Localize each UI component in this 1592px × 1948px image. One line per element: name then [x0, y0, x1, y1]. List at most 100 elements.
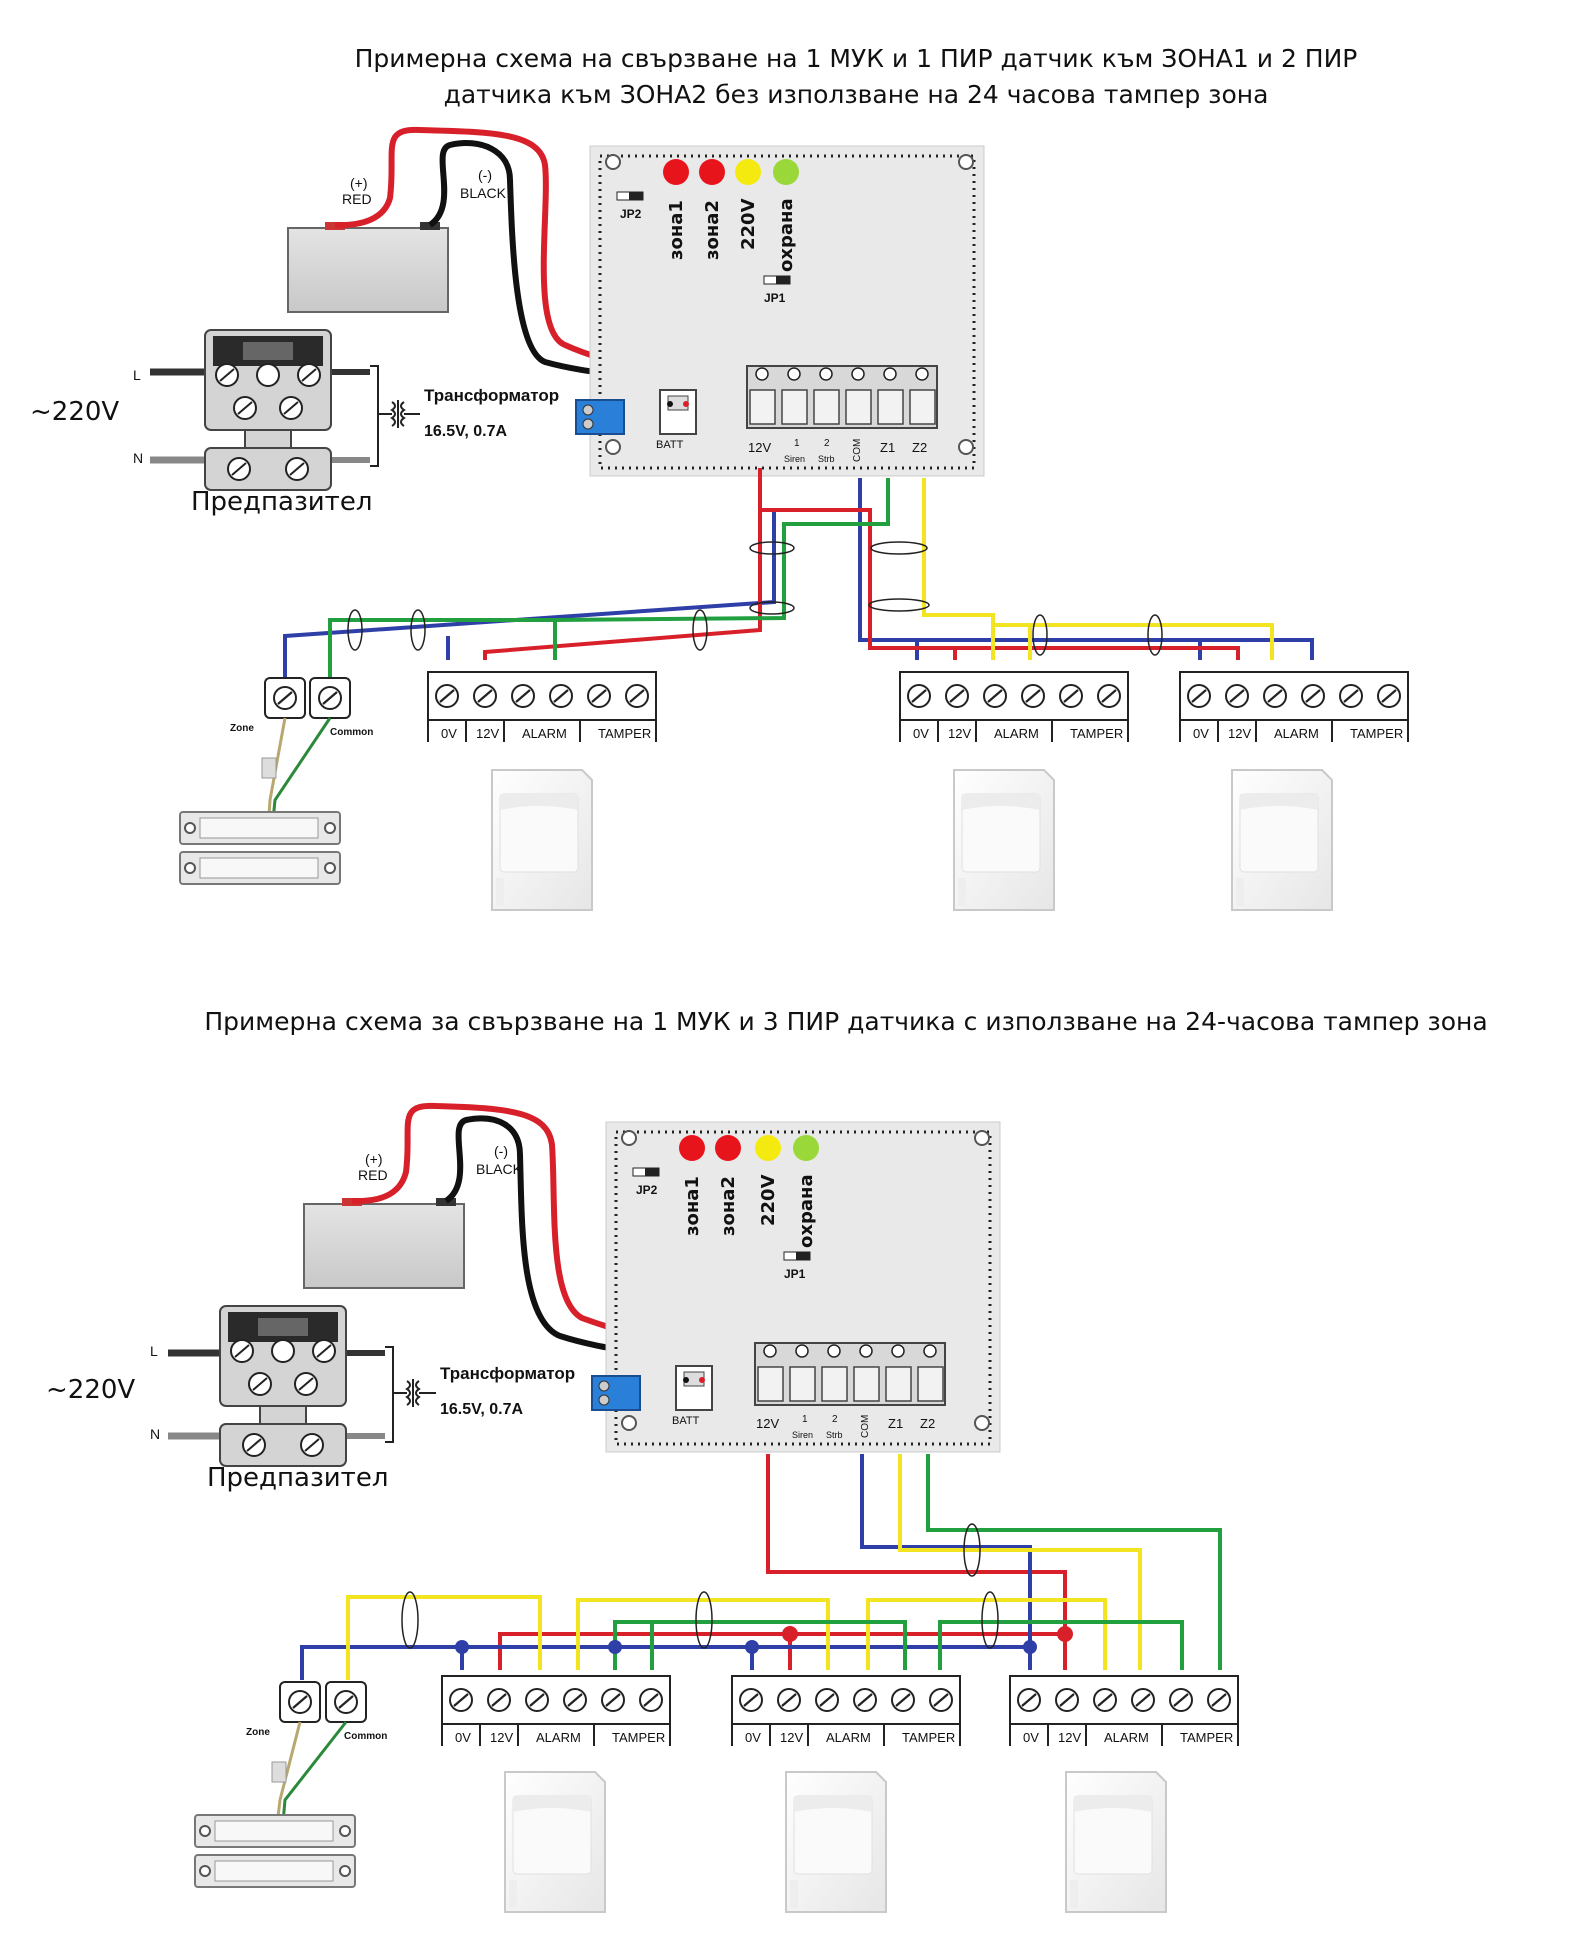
neutral-label: N	[133, 450, 143, 466]
led-armed-icon	[773, 159, 799, 185]
line-label: L	[150, 1343, 158, 1359]
pir3-label-tamper: TAMPER	[1350, 726, 1403, 741]
led-armed-icon	[793, 1135, 819, 1161]
diagram2: ~220V L N Предпазител Трансформатор 16.5…	[46, 1102, 1238, 1913]
pir1-label-alarm: ALARM	[522, 726, 567, 741]
pir3-detector-icon	[1231, 769, 1333, 911]
contact2-magnetic-sensor-icon	[194, 1814, 356, 1888]
led-220v-icon	[735, 159, 761, 185]
pir2-label-0v: 0V	[745, 1730, 761, 1745]
mains-voltage-label: ~220V	[30, 397, 119, 427]
neutral-label: N	[150, 1426, 160, 1442]
pir2-detector-icon	[785, 1771, 887, 1913]
contact1-zone-label: Zone	[230, 723, 254, 734]
pir1-detector-icon	[491, 769, 593, 911]
line-label: L	[133, 367, 141, 383]
led-220v-icon	[755, 1135, 781, 1161]
pir1-label-0v: 0V	[455, 1730, 471, 1745]
led-label-armed: охрана	[776, 198, 797, 272]
pir3-label-alarm: ALARM	[1104, 1730, 1149, 1745]
panel-siren-label: Siren	[784, 454, 805, 464]
jp1-label: JP1	[784, 1267, 806, 1281]
battery-icon	[303, 1203, 465, 1289]
battery-red-label: RED	[342, 191, 372, 207]
contact2-common-label: Common	[344, 1731, 387, 1742]
diagram2-title: Примерна схема за свързване на 1 МУК и 3…	[204, 1007, 1488, 1036]
led-label-zone2: зона2	[702, 200, 723, 260]
panel-terminal-2: 2	[832, 1414, 838, 1425]
batt-connector-label: BATT	[656, 439, 684, 451]
led-label-220v: 220V	[738, 198, 759, 250]
battery-black-label: BLACK	[460, 185, 507, 201]
led-label-zone1: зона1	[682, 1176, 703, 1236]
jp1-label: JP1	[764, 291, 786, 305]
diagram1-title-line1: Примерна схема на свързване на 1 МУК и 1…	[354, 44, 1358, 73]
fuse-holder-icon	[219, 1305, 347, 1467]
jp2-label: JP2	[636, 1183, 658, 1197]
panel-terminal-12v: 12V	[748, 440, 771, 455]
contact1-common-label: Common	[330, 727, 373, 738]
pir2-label-0v: 0V	[913, 726, 929, 741]
transformer-rating: 16.5V, 0.7A	[424, 423, 507, 440]
pir2-label-alarm: ALARM	[826, 1730, 871, 1745]
led-zone2-icon	[715, 1135, 741, 1161]
power-input-connector-icon	[575, 399, 625, 435]
pir2-detector-icon	[953, 769, 1055, 911]
battery-black-label: BLACK	[476, 1161, 523, 1177]
diagram1-title-line2: датчика към ЗОНА2 без използване на 24 ч…	[443, 80, 1269, 109]
panel-terminal-12v: 12V	[756, 1416, 779, 1431]
pir1-label-0v: 0V	[441, 726, 457, 741]
battery-plus-sign: (+)	[365, 1151, 383, 1167]
pir3-label-0v: 0V	[1193, 726, 1209, 741]
panel-terminal-block	[754, 1342, 946, 1406]
pir2-label-12v: 12V	[948, 726, 971, 741]
panel-terminal-z1: Z1	[888, 1416, 903, 1431]
pir3-detector-icon	[1065, 1771, 1167, 1913]
panel-terminal-com: COM	[860, 1415, 871, 1438]
led-label-zone2: зона2	[718, 1176, 739, 1236]
led-label-220v: 220V	[758, 1174, 779, 1226]
pir3-label-12v: 12V	[1228, 726, 1251, 741]
diagram1: ~220V L N Предпазител Трансформатор 16.5…	[30, 126, 1408, 911]
led-label-armed: охрана	[796, 1174, 817, 1248]
led-zone1-icon	[663, 159, 689, 185]
jp2-label: JP2	[620, 207, 642, 221]
transformer-label: Трансформатор	[424, 386, 559, 405]
battery-icon	[287, 227, 449, 313]
led-label-zone1: зона1	[666, 200, 687, 260]
panel-terminal-2: 2	[824, 438, 830, 449]
panel-strb-label: Strb	[826, 1430, 843, 1440]
battery-minus-sign: (-)	[478, 167, 492, 183]
pir2-label-tamper: TAMPER	[1070, 726, 1123, 741]
power-input-connector-icon	[591, 1375, 641, 1411]
pir1-label-12v: 12V	[490, 1730, 513, 1745]
pir3-label-12v: 12V	[1058, 1730, 1081, 1745]
batt-connector-label: BATT	[672, 1415, 700, 1427]
pir1-label-tamper: TAMPER	[612, 1730, 665, 1745]
battery-red-label: RED	[358, 1167, 388, 1183]
pir1-label-tamper: TAMPER	[598, 726, 651, 741]
pir2-label-12v: 12V	[780, 1730, 803, 1745]
pir2-label-tamper: TAMPER	[902, 1730, 955, 1745]
battery-minus-sign: (-)	[494, 1143, 508, 1159]
pir3-label-tamper: TAMPER	[1180, 1730, 1233, 1745]
panel-terminal-block	[746, 365, 938, 429]
pir3-label-0v: 0V	[1023, 1730, 1039, 1745]
panel-terminal-z2: Z2	[912, 440, 927, 455]
panel-terminal-z2: Z2	[920, 1416, 935, 1431]
mains-voltage-label: ~220V	[46, 1375, 135, 1405]
panel-terminal-1: 1	[802, 1414, 808, 1425]
contact1-magnetic-sensor-icon	[179, 811, 341, 885]
led-zone1-icon	[679, 1135, 705, 1161]
pir2-label-alarm: ALARM	[994, 726, 1039, 741]
fuse-label: Предпазител	[207, 1463, 388, 1493]
transformer-label: Трансформатор	[440, 1364, 575, 1383]
panel-strb-label: Strb	[818, 454, 835, 464]
pir3-label-alarm: ALARM	[1274, 726, 1319, 741]
battery-plus-sign: (+)	[350, 175, 368, 191]
transformer-rating: 16.5V, 0.7A	[440, 1401, 523, 1418]
panel-terminal-z1: Z1	[880, 440, 895, 455]
pir1-label-12v: 12V	[476, 726, 499, 741]
pir1-label-alarm: ALARM	[536, 1730, 581, 1745]
